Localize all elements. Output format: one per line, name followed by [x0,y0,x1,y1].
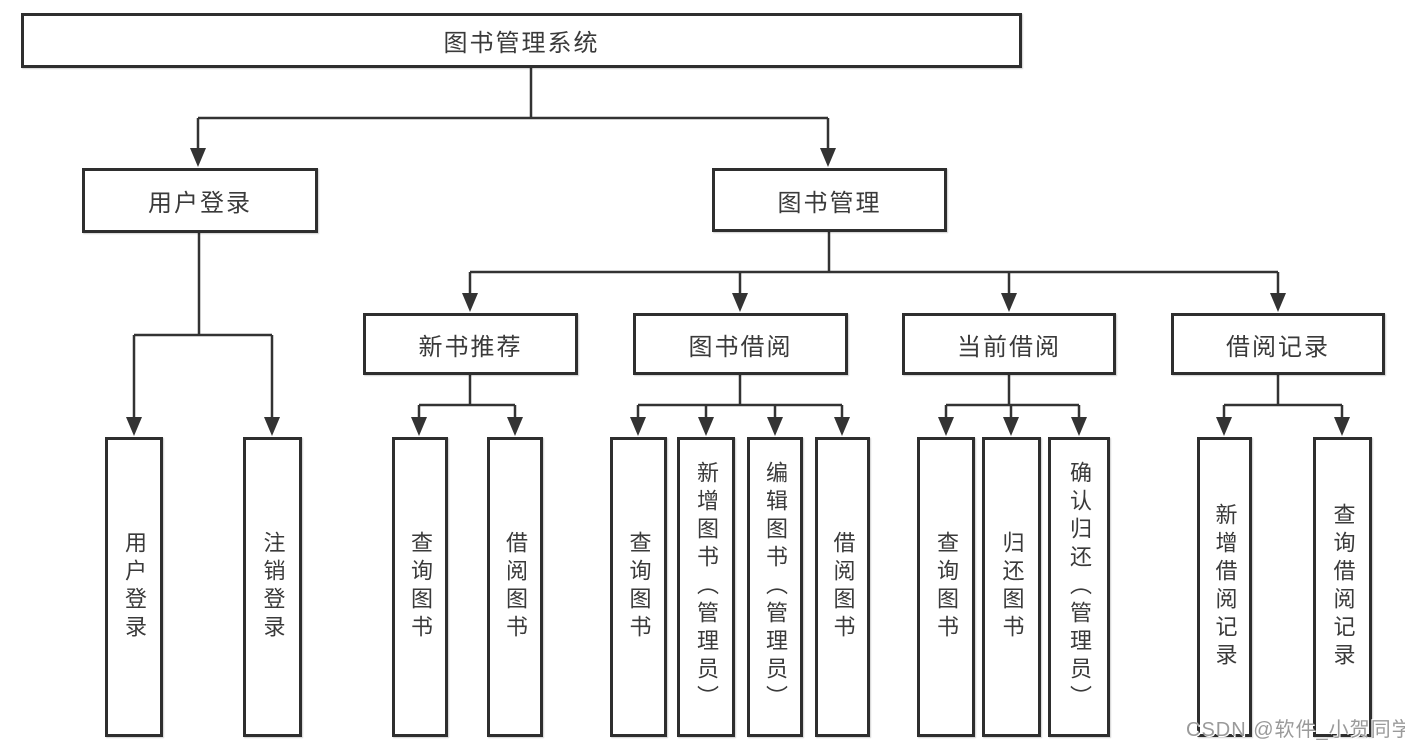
leaf-login-user-label: 用户登录 [122,531,147,643]
leaf-login-user: 用户登录 [105,437,163,737]
connector-borrowrecord-group [1222,375,1344,420]
connector-bookmgmt-to-level2 [468,232,1280,295]
leaf-cur-query-label: 查询图书 [934,531,959,643]
node-borrow-record-label: 借阅记录 [1226,333,1330,361]
connector-currentborrow-group [944,375,1081,420]
csdn-watermark: CSDN @软件_小贺同学 [1186,719,1405,741]
connector-newbookrec-group [417,375,517,420]
node-current-borrow: 当前借阅 [902,313,1116,375]
leaf-cur-return-label: 归还图书 [999,531,1025,643]
leaf-bor-borrow-label: 借阅图书 [830,531,856,643]
connector-bookborrow-group [636,375,844,420]
leaf-rec-borrow-label: 借阅图书 [503,531,528,643]
node-root: 图书管理系统 [21,13,1022,68]
node-book-borrow-label: 图书借阅 [688,333,793,361]
leaf-record-query-label: 查询借阅记录 [1330,503,1356,671]
leaf-bor-edit-label: 编辑图书（管理员） [763,461,788,713]
leaf-bor-add: 新增图书（管理员） [677,437,735,737]
leaf-record-add-label: 新增借阅记录 [1212,503,1238,671]
node-user-login: 用户登录 [82,168,318,233]
node-book-borrow: 图书借阅 [633,313,848,375]
node-current-borrow-label: 当前借阅 [957,333,1061,361]
node-root-label: 图书管理系统 [443,30,600,57]
leaf-cur-query: 查询图书 [917,437,975,737]
leaf-cur-confirm-label: 确认归还（管理员） [1067,461,1092,713]
leaf-login-logout-label: 注销登录 [260,531,286,643]
leaf-bor-query-label: 查询图书 [626,531,652,643]
connector-userlogin-group [132,233,274,420]
node-user-login-label: 用户登录 [148,190,252,217]
leaf-rec-query: 查询图书 [392,437,448,737]
leaf-cur-confirm: 确认归还（管理员） [1048,437,1110,737]
connector-root-to-level1 [196,68,830,150]
node-borrow-record: 借阅记录 [1171,313,1385,375]
node-book-mgmt-label: 图书管理 [777,189,882,217]
leaf-cur-return: 归还图书 [982,437,1041,737]
leaf-rec-borrow: 借阅图书 [487,437,543,737]
node-new-book-rec-label: 新书推荐 [418,333,523,361]
arrowhead-down-icon [126,148,1350,436]
leaf-bor-edit: 编辑图书（管理员） [747,437,803,737]
leaf-rec-query-label: 查询图书 [408,531,433,643]
leaf-record-query: 查询借阅记录 [1313,437,1372,737]
leaf-login-logout: 注销登录 [243,437,302,737]
leaf-bor-borrow: 借阅图书 [815,437,870,737]
leaf-record-add: 新增借阅记录 [1197,437,1252,737]
leaf-bor-add-label: 新增图书（管理员） [694,461,719,713]
leaf-bor-query: 查询图书 [610,437,667,737]
node-new-book-rec: 新书推荐 [363,313,578,375]
node-book-mgmt: 图书管理 [712,168,947,232]
